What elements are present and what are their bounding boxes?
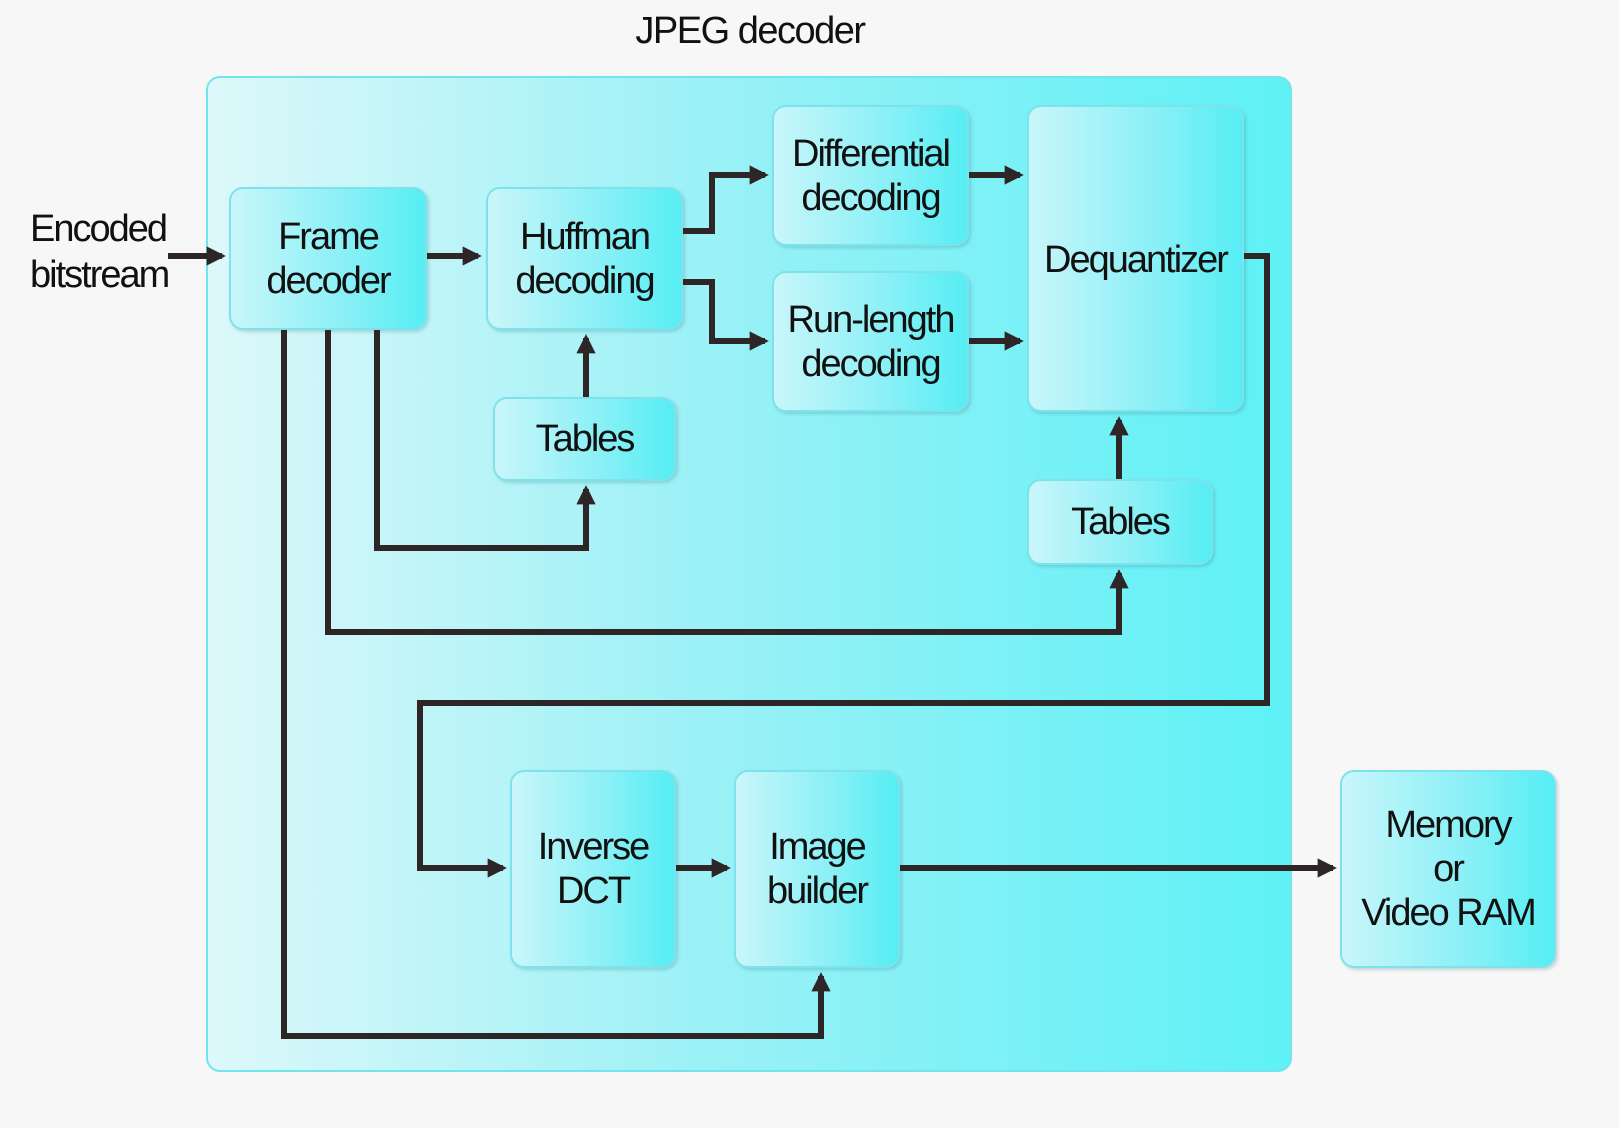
inverse-dct-block: Inverse DCT [510, 770, 676, 968]
differential-decoding-block: Differential decoding [772, 105, 969, 246]
frame-decoder-block: Frame decoder [229, 187, 427, 330]
wire-dequantizer-to-inverse-dct [417, 253, 1270, 878]
image-builder-block: Image builder [734, 770, 900, 968]
huffman-decoding-line-1: Huffman [520, 215, 651, 258]
wire-frame-to-image-builder [281, 330, 831, 1039]
encoded-bitstream-line-2: bitstream [30, 254, 170, 296]
inverse-dct-line-1: Inverse [537, 826, 651, 868]
differential-decoding-line-2: decoding [801, 176, 941, 219]
differential-decoding-line-1: Differential [792, 132, 951, 175]
dequantizer-label: Dequantizer [1044, 239, 1229, 281]
frame-decoder-line-1: Frame [278, 215, 380, 258]
memory-video-ram-block: Memory or Video RAM [1340, 770, 1556, 968]
wire-huffman-to-runlength [683, 279, 769, 351]
wire-frame-to-huffman-tables [374, 330, 596, 551]
huffman-decoding-block: Huffman decoding [486, 187, 683, 330]
run-length-decoding-block: Run-length decoding [772, 271, 969, 412]
huffman-tables-label: Tables [535, 418, 636, 460]
dequantizer-tables-block: Tables [1027, 479, 1213, 565]
wire-frame-to-dequantizer-tables [325, 330, 1129, 635]
encoded-bitstream-label: Encoded bitstream [30, 206, 170, 298]
wire-huffman-to-differential [683, 165, 769, 234]
memory-line-3: Video RAM [1361, 892, 1537, 934]
frame-decoder-line-2: decoder [266, 259, 391, 302]
memory-line-1: Memory [1385, 804, 1512, 846]
inverse-dct-line-2: DCT [556, 870, 631, 912]
diagram-title: JPEG decoder [635, 10, 866, 52]
dequantizer-block: Dequantizer [1027, 105, 1244, 412]
image-builder-line-1: Image [769, 826, 867, 868]
encoded-bitstream-line-1: Encoded [30, 208, 168, 250]
run-length-decoding-line-1: Run-length [787, 298, 956, 341]
dequantizer-tables-label: Tables [1071, 501, 1171, 543]
run-length-decoding-line-2: decoding [801, 342, 941, 385]
memory-line-2: or [1433, 848, 1465, 890]
image-builder-line-2: builder [766, 870, 869, 912]
huffman-decoding-line-2: decoding [515, 259, 655, 302]
huffman-tables-block: Tables [493, 397, 676, 481]
